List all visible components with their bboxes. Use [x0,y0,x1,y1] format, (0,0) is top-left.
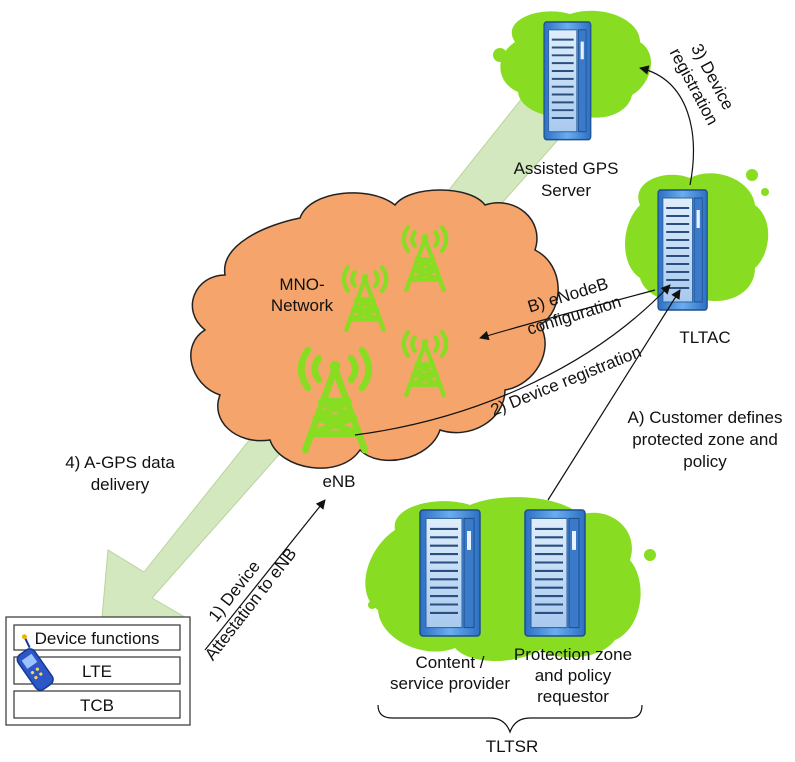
mno-network-cloud [190,189,559,469]
protection-requestor-server-icon [523,508,587,638]
stepA-label-3: policy [683,452,727,471]
stepB-arrow [479,289,656,341]
stepA-label-1: A) Customer defines [628,408,783,427]
lte-label: LTE [82,662,112,681]
tcb-label: TCB [80,696,114,715]
agps-server-icon [543,21,592,141]
device-functions-box [13,624,181,651]
content-provider-label-2: service provider [390,674,510,693]
protection-label-2: and policy [535,666,612,685]
tltsr-brace [377,704,643,734]
step1-arrow [204,499,326,651]
tcb-box [13,690,181,719]
protection-label-1: Protection zone [514,645,632,664]
stepA-label-2: protected zone and [632,430,778,449]
device-functions-label: Device functions [35,629,160,648]
stepA-arrow [547,289,681,501]
tltac-label: TLTAC [679,328,730,347]
mobile-phone-icon [16,634,54,691]
step4-label-2: delivery [91,475,150,494]
step3-arrow [639,65,695,186]
tltsr-label: TLTSR [486,737,539,756]
agps-server-label-1: Assisted GPS [514,159,619,178]
enb-label: eNB [322,472,355,491]
step4-label-1: 4) A-GPS data [65,453,175,472]
network-label-2: Network [271,296,334,315]
protection-label-3: requestor [537,687,609,706]
content-provider-label-1: Content / [416,653,485,672]
step2-arrow [354,284,671,436]
tltac-server-icon [657,189,709,311]
network-label-1: MNO- [279,275,324,294]
agps-server-label-2: Server [541,181,591,200]
content-provider-server-icon [418,508,482,638]
tltsr-blob [365,497,641,662]
